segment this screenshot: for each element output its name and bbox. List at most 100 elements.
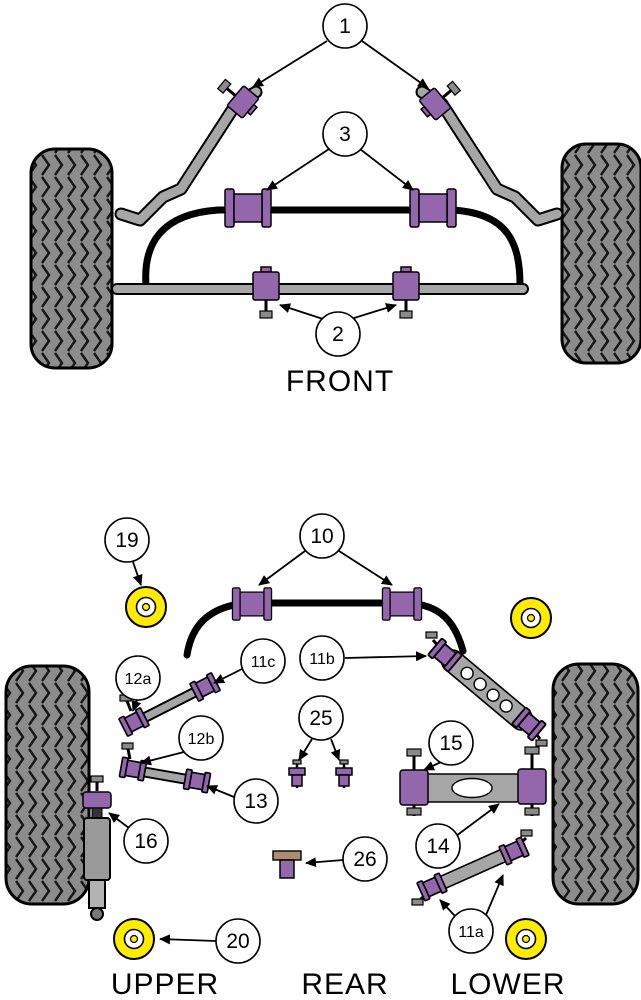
bushing-1-right xyxy=(414,74,467,125)
callout-12a-label: 12a xyxy=(125,671,152,688)
front-left-tire xyxy=(29,147,114,370)
bushing-yellow-lower-right xyxy=(505,918,547,960)
bushing-20 xyxy=(113,918,155,960)
callout-11b-label: 11b xyxy=(309,651,335,668)
callout-26-label: 26 xyxy=(353,848,376,871)
callout-26-arrow xyxy=(305,857,344,868)
callout-13-circle xyxy=(233,778,279,824)
callout-14-circle xyxy=(415,823,461,869)
bushing-2-left xyxy=(251,265,281,320)
callout-25-label: 25 xyxy=(309,707,332,730)
callout-1-arrow-right xyxy=(361,40,429,89)
shock-body xyxy=(83,817,111,881)
subframe-hole xyxy=(451,777,493,799)
callout-15: 15 xyxy=(423,720,474,771)
callout-26-circle xyxy=(342,836,388,882)
bushing-10-left xyxy=(231,587,273,621)
callout-10-arrow-left xyxy=(258,550,306,586)
callout-20-arrow xyxy=(159,934,217,945)
callout-3-circle xyxy=(322,111,368,157)
bolt-14-head xyxy=(524,746,540,755)
callout-25: 25 xyxy=(298,695,344,761)
front-label: FRONT xyxy=(286,365,394,398)
callout-11c-circle xyxy=(240,638,286,684)
bushing-1-left xyxy=(211,72,264,123)
bushing-15 xyxy=(399,769,429,806)
callout-10-circle xyxy=(299,513,345,559)
shock-rod xyxy=(91,807,103,819)
front-right-tire xyxy=(560,142,641,365)
bushing-13 xyxy=(182,768,212,794)
rear-upper-arm-right xyxy=(425,631,548,747)
front-suspension-section: 1 3 2 FRONT xyxy=(29,3,641,398)
shock-lower-tube xyxy=(88,879,106,909)
callout-19-arrow xyxy=(132,561,143,586)
callout-16-circle xyxy=(123,818,169,864)
callout-15-circle xyxy=(428,720,474,766)
bolt-16-head xyxy=(90,775,104,783)
callout-3: 3 xyxy=(266,111,414,191)
callout-1-arrow-left xyxy=(252,40,328,88)
callout-1-label: 1 xyxy=(339,15,351,38)
callout-2: 2 xyxy=(279,303,397,357)
callout-2-arrow-right xyxy=(353,303,397,319)
callout-12b-circle xyxy=(178,715,224,761)
bolt-14-nut xyxy=(524,807,540,816)
callout-16: 16 xyxy=(108,812,169,864)
callout-19-circle xyxy=(104,517,150,563)
callout-19-label: 19 xyxy=(115,529,138,552)
bolt-12a xyxy=(125,700,133,712)
rear-label: REAR xyxy=(301,968,388,1000)
callout-13: 13 xyxy=(206,778,279,824)
rear-left-tire xyxy=(4,664,91,906)
bushing-19 xyxy=(125,586,167,628)
rear-suspension-section: 19 10 12a 11c 11b 12b xyxy=(4,513,640,1000)
bushing-14 xyxy=(517,768,547,805)
upper-label: UPPER xyxy=(111,968,219,1000)
callout-19: 19 xyxy=(104,517,150,586)
bushing-yellow-upper-right xyxy=(510,597,552,639)
callout-2-circle xyxy=(315,311,361,357)
shock-absorber xyxy=(82,775,112,921)
callout-11c-arrow xyxy=(213,668,243,684)
bushing-25-right xyxy=(334,758,354,790)
callout-11a-label: 11a xyxy=(458,924,484,941)
callout-12b-arrow xyxy=(140,751,185,766)
shock-eye xyxy=(90,907,104,921)
bolt-11b-bottom-head xyxy=(535,739,548,747)
callout-11a-arrow-right xyxy=(485,874,504,916)
callout-10: 10 xyxy=(258,513,393,586)
bolt-15-nut xyxy=(406,807,422,816)
callout-3-label: 3 xyxy=(339,123,351,146)
callout-10-arrow-right xyxy=(338,550,393,586)
callout-25-arrow-left xyxy=(298,738,313,761)
front-anti-roll-bar xyxy=(142,206,524,289)
bushing-12b xyxy=(118,756,148,782)
bushing-16 xyxy=(82,791,112,809)
callout-15-label: 15 xyxy=(439,732,462,755)
callout-16-arrow xyxy=(108,812,130,829)
callout-25-arrow-right xyxy=(330,738,341,761)
bolt-11a-left-head xyxy=(411,898,424,906)
callout-11b-circle xyxy=(299,635,345,681)
callout-12a: 12a xyxy=(115,655,161,712)
callout-16-label: 16 xyxy=(134,830,157,853)
callout-12b-label: 12b xyxy=(188,731,215,748)
callout-12a-arrow xyxy=(131,699,142,712)
callout-12a-circle xyxy=(115,655,161,701)
callout-10-label: 10 xyxy=(310,525,333,548)
rear-lower-arm-right xyxy=(411,829,533,906)
callout-26: 26 xyxy=(305,836,388,882)
callout-11c: 11c xyxy=(213,638,286,684)
callout-14-label: 14 xyxy=(426,835,450,858)
bushing-3-right xyxy=(409,188,457,228)
callout-20: 20 xyxy=(159,918,261,964)
callout-15-arrow xyxy=(423,761,442,771)
callout-11b-arrow xyxy=(344,651,427,662)
bushing-25-left xyxy=(287,758,307,790)
callout-11a-arrow-left xyxy=(439,899,456,917)
callout-13-arrow xyxy=(206,785,235,798)
bolt-12b xyxy=(126,748,132,760)
